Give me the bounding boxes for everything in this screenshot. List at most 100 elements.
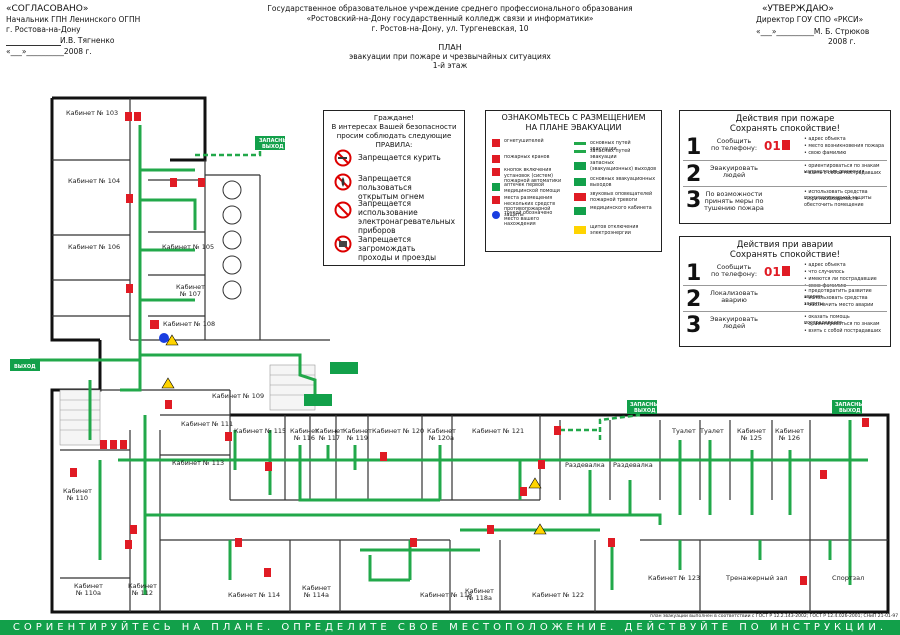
room-label: Кабинет № 117 — [315, 427, 344, 442]
svg-text:ВЫХОД: ВЫХОД — [839, 408, 861, 414]
room-label: Спортзал — [832, 574, 865, 582]
room-label: Кабинет № 103 — [66, 109, 119, 117]
step-text: Эвакуировать людей — [710, 164, 758, 179]
step-note: • использовать средства противопожарной … — [804, 190, 872, 201]
step-note: • свою фамилию — [804, 151, 847, 156]
room-label: Кабинет № 104 — [68, 177, 121, 185]
no-blocking-icon — [334, 235, 352, 257]
signature-line — [6, 45, 61, 46]
step-text: Эвакуировать людей — [710, 315, 758, 330]
room-label: Раздевалка — [565, 461, 605, 469]
approve-left-title: «СОГЛАСОВАНО» — [6, 4, 89, 14]
step-note: • оказать помощь пострадавшим — [804, 315, 850, 326]
step-text: Сообщить по телефону: — [710, 263, 758, 278]
svg-text:ЗАПАСНЫЙ: ЗАПАСНЫЙ — [835, 400, 868, 408]
approve-right-title: «УТВЕРЖДАЮ» — [762, 4, 834, 14]
legend-item: огнетушителей — [504, 139, 544, 144]
legend-swatch — [492, 155, 500, 163]
svg-text:ЗАПАСНЫЙ: ЗАПАСНЫЙ — [259, 136, 292, 144]
room-label: Кабинет № 113 — [172, 459, 225, 467]
legend-swatch — [492, 211, 500, 219]
room-label: Кабинет № 112 — [128, 582, 157, 597]
legend-item: пожарных кранов — [504, 155, 550, 160]
approve-left-line2: г. Ростова-на-Дону — [6, 25, 81, 34]
legend-swatch — [574, 178, 586, 186]
room-label: Кабинет № 106 — [68, 243, 121, 251]
step-note: • предотвратить развитие аварии — [804, 289, 872, 300]
rule-4: Запрещается загромождать проходы и проез… — [358, 235, 436, 262]
no-smoking-icon — [334, 149, 352, 171]
step-divider — [683, 186, 887, 187]
step-note: • место возникновения пожара — [804, 144, 885, 149]
room-label: Туалет — [672, 427, 696, 435]
step-number: 1 — [686, 135, 702, 160]
columns — [222, 180, 242, 300]
approve-right-date: 2008 г. — [828, 37, 856, 46]
room-label: Кабинет № 120а — [427, 427, 456, 442]
accident-title: Действия при аварии Сохранять спокойстви… — [729, 240, 841, 260]
phone-icon — [782, 266, 790, 276]
you-are-here-dot — [159, 333, 169, 343]
legend-panel: ОЗНАКОМЬТЕСЬ С РАЗМЕЩЕНИЕМ НА ПЛАНЕ ЭВАК… — [485, 110, 662, 252]
step-number: 1 — [686, 261, 702, 286]
org-line1: Государственное образовательное учрежден… — [267, 4, 633, 13]
legend-swatch — [492, 168, 500, 176]
step-number: 2 — [686, 162, 702, 187]
legend-item: основных путей эвакуации — [590, 141, 631, 152]
legend-item: места размещения нескольких средств прот… — [504, 196, 556, 218]
legend-title: ОЗНАКОМЬТЕСЬ С РАЗМЕЩЕНИЕМ НА ПЛАНЕ ЭВАК… — [501, 113, 646, 132]
legend-item: запасных путей эвакуации — [590, 149, 631, 160]
legend-swatch — [574, 193, 586, 201]
step-note: • взять с собой пострадавших — [804, 329, 881, 334]
room-label: Туалет — [700, 427, 724, 435]
exit-signs — [10, 136, 862, 414]
step-note: • имеются ли пострадавшие — [804, 277, 877, 282]
step-note: • свою фамилию — [804, 284, 847, 289]
room-label: Кабинет № 116 — [290, 427, 319, 442]
fire-title: Действия при пожаре Сохранять спокойстви… — [729, 114, 841, 134]
step-note: • адрес объекта — [804, 137, 846, 142]
svg-text:ВЫХОД: ВЫХОД — [634, 408, 656, 414]
room-label: Кабинет № 118а — [465, 587, 494, 602]
legend-swatch — [574, 207, 586, 215]
step-note: • адрес объекта — [804, 263, 846, 268]
legend-item: точкой обозначено место вашего нахождени… — [504, 211, 553, 227]
step-text: По возможности принять меры по тушению п… — [704, 190, 764, 212]
room-label: Кабинет № 109 — [212, 392, 265, 400]
approve-right-line2: «___»__________М. Б. Стрюков — [756, 27, 870, 36]
room-label: Кабинет № 111 — [181, 420, 234, 428]
legend-item: запасных (эвакуационных) выходов — [590, 161, 657, 172]
room-label: Кабинет № 120 — [372, 427, 425, 435]
legend-item: аптечек первой медицинской помощи — [504, 183, 560, 194]
gost-note: план эвакуации выполнен в соответствии с… — [650, 614, 899, 619]
step-text: Сообщить по телефону: — [710, 137, 758, 152]
svg-text:ВЫХОД: ВЫХОД — [262, 144, 284, 150]
no-heaters-icon — [334, 201, 352, 223]
room-label: Кабинет № 114 — [228, 591, 281, 599]
legend-swatch — [574, 142, 586, 145]
legend-swatch — [492, 183, 500, 191]
svg-text:ЗАПАСНЫЙ: ЗАПАСНЫЙ — [630, 400, 663, 408]
legend-swatch — [574, 150, 586, 153]
legend-item: звуковых оповещателей пожарной тревоги — [590, 192, 653, 203]
phone-icon — [782, 140, 790, 150]
legend-item: медицинского кабинета — [590, 206, 652, 211]
legend-swatch — [574, 226, 586, 234]
room-label: Кабинет № 118 — [420, 591, 473, 599]
approve-left-date: «___»__________2008 г. — [6, 47, 92, 56]
legend-swatch — [492, 139, 500, 147]
step-note: • ориентироваться по знакам — [804, 322, 880, 327]
step-divider — [683, 160, 887, 161]
room-label: Тренажерный зал — [726, 574, 788, 582]
accident-actions-panel: Действия при аварии Сохранять спокойстви… — [679, 236, 891, 347]
fire-extinguishers — [70, 112, 869, 585]
room-label: Кабинет № 107 — [176, 283, 205, 298]
rules-panel: Граждане! В интересах Вашей безопасности… — [323, 110, 465, 266]
page-title: ПЛАН — [438, 43, 462, 52]
no-open-fire-icon — [334, 173, 352, 195]
legend-item: кнопок включения установок (систем) пожа… — [504, 168, 562, 184]
phone-number: 01 — [764, 265, 781, 279]
